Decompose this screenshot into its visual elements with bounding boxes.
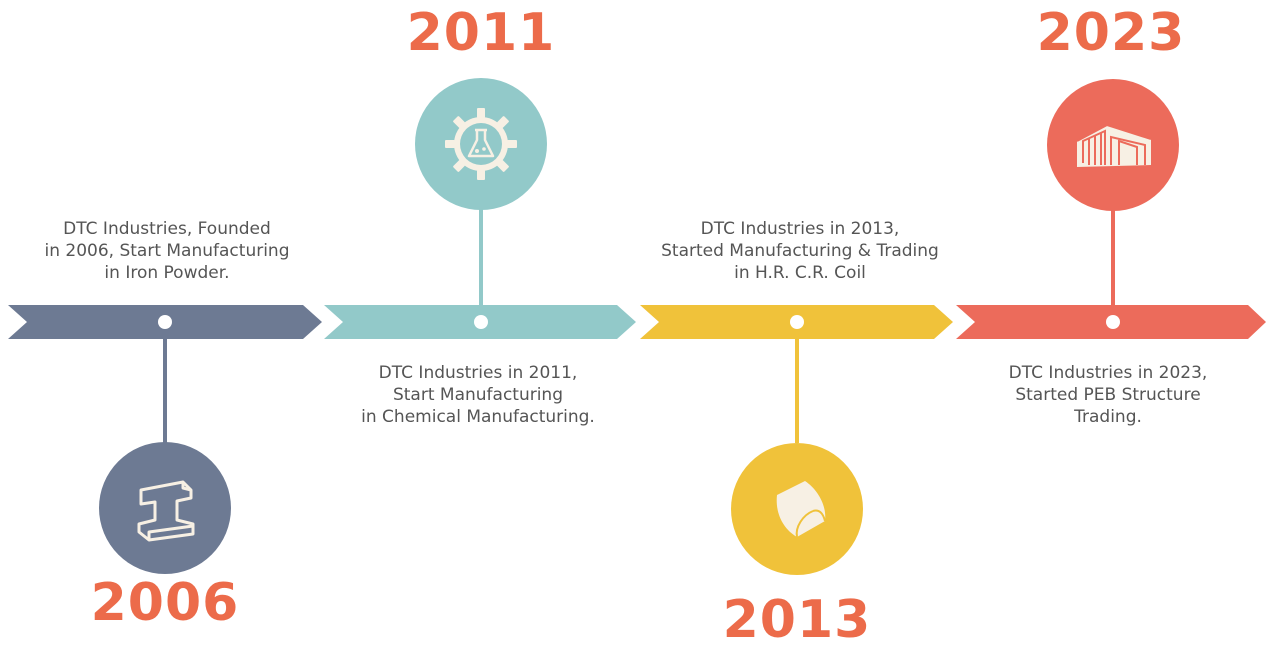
milestone-circle-2023	[1047, 79, 1179, 211]
marker-dot-2023	[1106, 315, 1120, 329]
stem-2006	[163, 323, 167, 448]
description-line: in H.R. C.R. Coil	[734, 263, 866, 283]
description-line: Trading.	[1074, 407, 1142, 427]
description-2011: DTC Industries in 2011, Start Manufactur…	[308, 362, 648, 428]
marker-dot-2006	[158, 315, 172, 329]
description-line: DTC Industries in 2011,	[378, 363, 578, 383]
description-line: DTC Industries in 2013,	[700, 219, 900, 239]
year-2011: 2011	[406, 3, 556, 63]
description-line: DTC Industries in 2023,	[1008, 363, 1208, 383]
stem-2011	[479, 190, 483, 323]
stem-2013	[795, 323, 799, 443]
milestone-circle-2006	[99, 442, 231, 574]
milestone-circle-2013	[731, 443, 863, 575]
year-2006: 2006	[90, 573, 240, 633]
description-line: Started PEB Structure	[1015, 385, 1201, 405]
year-2013: 2013	[722, 590, 872, 650]
chemical-gear-icon	[445, 108, 517, 180]
description-line: in Iron Powder.	[104, 263, 230, 283]
coil-icon	[776, 481, 826, 538]
description-line: Start Manufacturing	[392, 385, 564, 405]
marker-dot-2011	[474, 315, 488, 329]
description-line: Started Manufacturing & Trading	[661, 241, 939, 261]
year-2023: 2023	[1036, 3, 1186, 63]
description-line: in Chemical Manufacturing.	[361, 407, 595, 427]
steel-beam-icon	[137, 480, 195, 542]
description-2013: DTC Industries in 2013, Started Manufact…	[630, 218, 970, 284]
milestone-circle-2011	[415, 78, 547, 210]
marker-dot-2013	[790, 315, 804, 329]
description-line: in 2006, Start Manufacturing	[44, 241, 290, 261]
description-2006: DTC Industries, Founded in 2006, Start M…	[0, 218, 337, 284]
description-line: DTC Industries, Founded	[63, 219, 271, 239]
description-2023: DTC Industries in 2023, Started PEB Stru…	[938, 362, 1266, 428]
peb-structure-icon	[1076, 123, 1152, 167]
stem-2023	[1111, 190, 1115, 323]
